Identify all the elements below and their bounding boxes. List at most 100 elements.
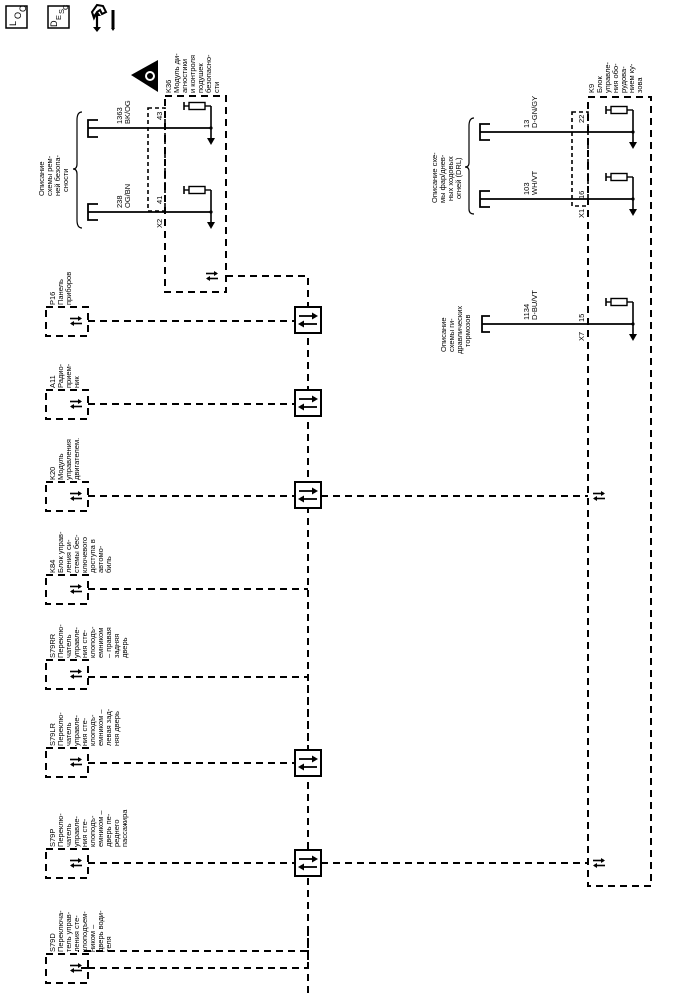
splice-pack-icon: [294, 849, 322, 877]
drl-brace: [464, 117, 475, 215]
module-line: тель управ-: [64, 911, 73, 952]
x2-pin-41: 41: [155, 196, 164, 204]
splice-pack-icon: [294, 306, 322, 334]
module-line: Переклю-: [56, 624, 65, 658]
module-id: P16: [48, 292, 57, 305]
ref-line: огней (DRL): [454, 157, 463, 199]
data-arrows-icon: [205, 270, 219, 282]
loc-button[interactable]: L O C: [5, 5, 28, 29]
seatbelt-reference[interactable]: Описание схемы рем- ней безопа- сности: [37, 154, 70, 196]
module-line: управления: [64, 439, 73, 480]
k9-line: Блок: [595, 76, 604, 93]
module-line: Радио-: [56, 363, 65, 388]
module-line: Переклю-: [56, 712, 65, 746]
module-line: ния сте-: [80, 717, 89, 746]
k9-line: зова: [635, 77, 644, 93]
module-line: дверь: [120, 637, 129, 658]
k9-line: ния обо-: [611, 63, 620, 93]
data-arrows-icon: [592, 857, 606, 869]
k36-line: сти: [212, 82, 221, 93]
module-line: пассажира: [120, 809, 129, 847]
splice-pack-icon: [294, 389, 322, 417]
ref-line: схемы ги-: [447, 318, 456, 352]
pullup-resistor-icon: [183, 185, 216, 230]
module-line: чатель: [64, 722, 73, 746]
module-line: прием-: [64, 363, 73, 388]
module-line: емником: [96, 628, 105, 658]
ref-line: схемы рем-: [45, 155, 54, 196]
wire-103-circuit: 103: [522, 182, 531, 195]
module-s79d[interactable]: S79D Переключа- тель управ- ления сте- к…: [45, 910, 113, 984]
k9-line: рудова-: [619, 66, 628, 93]
module-line: клоподъ-: [88, 815, 97, 847]
x7-connector-label: X7: [577, 332, 586, 341]
k36-label: K36 Модуль ди- агностики и контроля поду…: [164, 53, 221, 93]
module-line: управле-: [72, 626, 81, 658]
k36-line: агностики: [180, 59, 189, 93]
module-line: Панель: [56, 279, 65, 305]
x2-connector-label: X2: [155, 219, 164, 228]
bus-s79d-link[interactable]: [88, 928, 309, 969]
pullup-resistor-icon: [605, 105, 638, 150]
module-line: управле-: [72, 815, 81, 847]
k36-module-box[interactable]: [164, 95, 227, 293]
ref-line: дравлических: [455, 306, 464, 354]
module-s79p[interactable]: S79P Переклю- чатель управле- ния сте- к…: [45, 809, 295, 879]
splice-pack-icon: [294, 481, 322, 509]
seatbelt-brace: [72, 111, 83, 229]
module-id: A11: [48, 375, 57, 388]
pullup-resistor-icon: [605, 297, 638, 342]
serial-data-backbone[interactable]: [226, 275, 309, 994]
ref-line: ных ходовых: [446, 156, 455, 201]
module-line: – правая: [104, 627, 113, 658]
desc-button[interactable]: D E S C: [47, 4, 70, 29]
desc-letter-d: D: [49, 20, 59, 27]
wire-1363-circuit: 1363: [115, 107, 124, 124]
x7-pin-15: 15: [577, 314, 586, 322]
data-arrows-icon: [592, 490, 606, 502]
module-line: клоподъ-: [88, 714, 97, 746]
pullup-resistor-icon: [183, 101, 216, 146]
airbag-warning-icon: [131, 60, 158, 92]
ref-line: Описание схе-: [430, 152, 439, 203]
module-line: емником –: [96, 709, 105, 746]
ref-line: Описание: [37, 161, 46, 196]
desc-letter-e: E: [54, 15, 63, 20]
x1-connector-label: X1: [577, 209, 586, 218]
drl-reference[interactable]: Описание схе- мы фар/днев- ных ходовых о…: [430, 152, 463, 203]
k9-id: K9: [587, 84, 596, 93]
module-line: приборов: [64, 272, 73, 305]
module-k20[interactable]: K20 Модуль управления двигателем.: [45, 438, 295, 512]
x1-connector-box: [571, 111, 589, 207]
ref-line: ней безопа-: [53, 154, 62, 196]
k36-line: и контроля: [188, 55, 197, 93]
k9-module-box[interactable]: [587, 96, 652, 887]
ref-line: тормозов: [463, 315, 472, 347]
module-line: управле-: [72, 714, 81, 746]
k36-id: K36: [164, 80, 173, 93]
module-line: стемы бес-: [72, 534, 81, 573]
network-wrench-icon[interactable]: [90, 3, 117, 32]
k36-line: безопасно-: [204, 54, 213, 93]
module-line: двигателем.: [72, 438, 81, 480]
wire-1363-color: BK/OG: [123, 100, 132, 124]
module-s79lr[interactable]: S79LR Переклю- чатель управле- ния сте- …: [45, 708, 295, 778]
module-s79rr[interactable]: S79RR Переклю- чатель управле- ния сте- …: [45, 624, 309, 750]
module-line: доступа в: [88, 539, 97, 573]
module-line: Переклю-: [56, 813, 65, 847]
ref-line: мы фар/днев-: [438, 154, 447, 203]
module-line: чатель: [64, 634, 73, 658]
loc-letter-c: C: [18, 5, 28, 12]
module-id: S79P: [48, 829, 57, 847]
module-line: ния сте-: [80, 629, 89, 658]
module-k84[interactable]: K84 Блок управ- ления си- стемы бес- клю…: [45, 531, 308, 605]
module-a11[interactable]: A11 Радио- прием- ник: [45, 363, 295, 420]
wire-13-circuit: 13: [522, 120, 531, 128]
wire-238-color: OG/BN: [123, 184, 132, 208]
module-id: K84: [48, 560, 57, 573]
module-id: S79RR: [48, 633, 57, 658]
module-p16[interactable]: P16 Панель приборов: [45, 272, 295, 337]
brakes-reference[interactable]: Описание схемы ги- дравлических тормозов: [439, 306, 472, 354]
wire-1134-circuit: 1134: [522, 304, 531, 320]
